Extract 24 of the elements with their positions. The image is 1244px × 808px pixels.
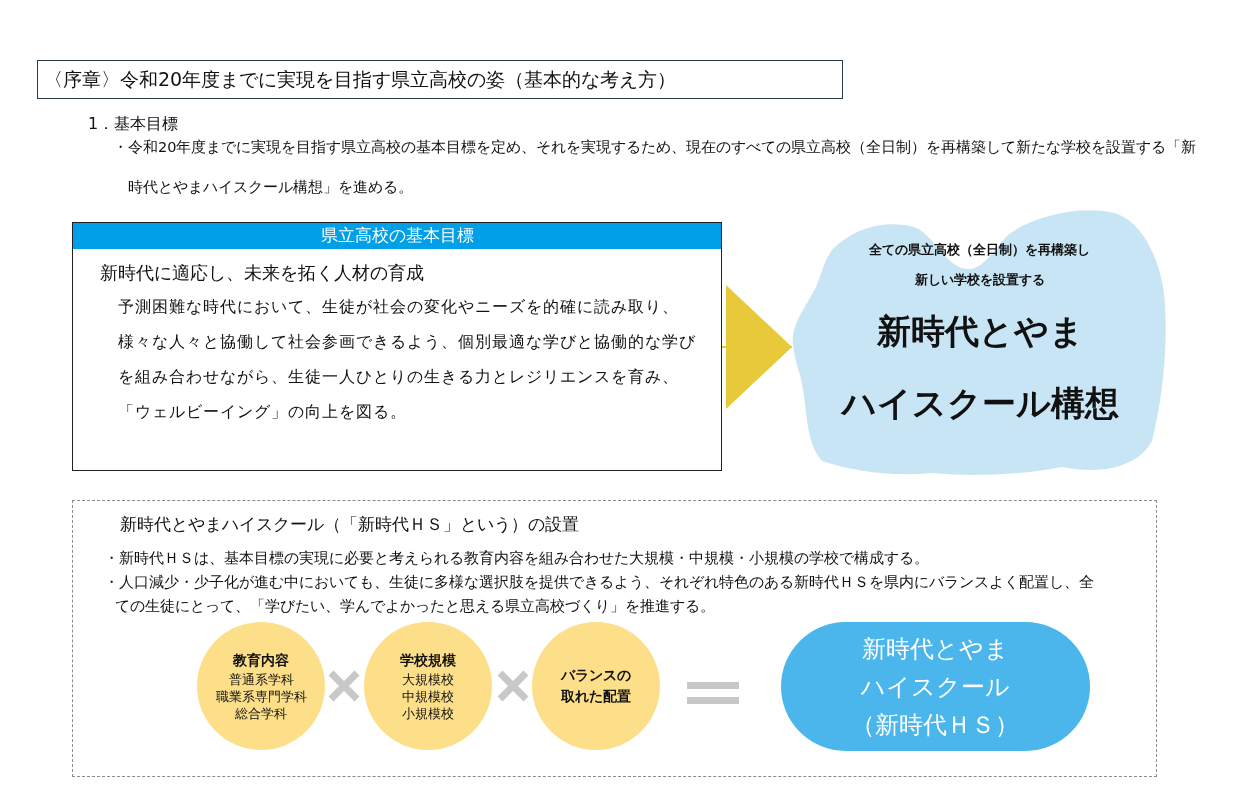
panel-header: 県立高校の基本目標 [73,223,721,249]
circle-item: 中規模校 [402,688,454,705]
section-heading: 1．基本目標 [88,113,179,135]
panel-heading: 新時代とやまハイスクール（「新時代ＨＳ」という）の設置 [120,514,579,536]
bullet-text: ・新時代ＨＳは、基本目標の実現に必要と考えられる教育内容を組み合わせた大規模・中規模・小規模の学校で構成する。 [104,548,930,569]
goal-panel [72,222,722,471]
subheading: 新時代に適応し、未来を拓く人材の育成 [100,261,424,285]
circle-item: 大規模校 [402,671,454,688]
circle-item: 総合学科 [235,705,287,722]
body-text: 予測困難な時代において、生徒が社会の変化やニーズを的確に読み取り、様々な人々と協働して社会参画できるよう、個別最適な学びと協働的な学びを組み合わせながら、生徒一人ひとりの生きる力とレジリエンスを育み、「ウェルビーイング」の向上を図る。 [118,297,697,423]
circle-title: 学校規模 [400,651,456,670]
chevron-arrow [721,285,793,409]
circle-item: 小規模校 [402,705,454,722]
bullet-text: ・人口減少・少子化が進む中においても、生徒に多様な選択肢を提供できるよう、それぞれ特色のある新時代ＨＳを県内にバランスよく配置し、全ての生徒にとって、「学びたい、学んでよかったと思える県立高校づくり」を推進する。 [104,572,1095,617]
section-panel [72,500,1157,777]
circle-item: 普通系学科 [228,671,294,688]
section-title: 〈序章〉令和20年度までに実現を目指す県立高校の姿（基本的な考え方） [37,60,843,99]
circle-title: バランスの取れた配置 [559,666,632,706]
bullet-text: ・令和20年度までに実現を目指す県立高校の基本目標を定め、それを実現するため、現在のすべての県立高校（全日制）を再構築して新たな学校を設置する「新時代とやまハイスクール構想」を進める。 [113,138,1198,197]
circle-title: 教育内容 [233,651,289,670]
headline-text: 新時代とやまハイスクール構想 [839,310,1120,425]
circle-item: 職業系専門学科 [215,688,307,705]
pill-text: 新時代とやまハイスクール（新時代ＨＳ） [850,633,1021,741]
caption-text: 全ての県立高校（全日制）を再構築し新しい学校を設置する [868,241,1092,289]
